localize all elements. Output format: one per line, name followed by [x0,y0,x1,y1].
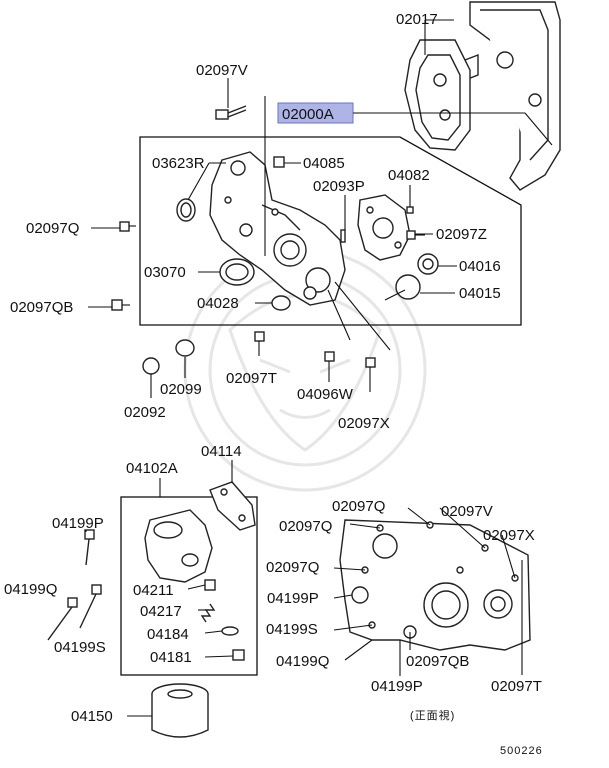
oil-filter-04150 [151,683,209,738]
label-02092: 02092 [124,404,166,421]
ring-02092 [142,357,160,375]
label-03070: 03070 [144,264,186,281]
label-02097QB-left: 02097QB [10,299,73,316]
plug-04085 [273,156,285,168]
bolt-02097V-top [215,105,247,120]
label-02097V-r: 02097V [441,503,493,520]
label-02097Q-left: 02097Q [26,220,79,237]
bolt-02097QB-left [111,299,130,311]
part-labels: 02017 02097V 02000A 03623R 04085 02093P … [4,11,543,757]
label-04150: 04150 [71,708,113,725]
filter-bracket-box [120,496,258,676]
bolt-02097T-mid [254,331,265,356]
label-02000A: 02000A [282,106,334,123]
bolt-04199Q-left [47,597,78,641]
plug-04211 [204,579,216,591]
front-case-lower-drawing [339,519,531,651]
bolt-04199S-left [79,584,102,629]
label-04085: 04085 [303,155,345,172]
label-02097T-mid: 02097T [226,370,277,387]
label-04096W: 04096W [297,386,354,403]
label-04102A: 04102A [126,460,178,477]
bolt-04096W [324,351,335,382]
label-04184: 04184 [147,626,189,643]
gear-04016 [417,253,439,275]
label-02097Q-r3: 02097Q [266,559,319,576]
pin-02093P [340,229,346,243]
oil-seal-03070-inner [225,263,249,281]
view-note: (正面視) [410,708,455,722]
screw-04082 [406,206,414,214]
bolt-02097X-mid [365,357,376,392]
label-04199S-r: 04199S [266,621,318,638]
label-02097T-r: 02097T [491,678,542,695]
engine-block-drawing [464,1,561,191]
bolt-04199P-left [84,529,95,566]
spring-04217 [200,603,216,623]
label-02097Q-r2: 02097Q [279,518,332,535]
label-04217: 04217 [140,603,182,620]
label-04199Q-left: 04199Q [4,581,57,598]
gasket-04114 [209,481,256,531]
label-04016: 04016 [459,258,501,275]
label-02097QB-r: 02097QB [406,653,469,670]
label-02093P: 02093P [313,178,365,195]
label-04028: 04028 [197,295,239,312]
gear-shaft-04015 [384,274,421,301]
label-04199P-r2: 04199P [371,678,423,695]
label-04211: 04211 [133,582,174,599]
label-02097Z: 02097Z [436,226,487,243]
label-02097X-r: 02097X [483,527,535,544]
bolt-02097Q-left [119,221,136,232]
label-02097V-top: 02097V [196,62,248,79]
label-03623R: 03623R [152,155,205,172]
label-02017: 02017 [396,11,438,28]
label-04015: 04015 [459,285,501,302]
pump-cover-drawing [357,194,411,261]
label-04199P-r1: 04199P [267,590,319,607]
ring-02099 [175,339,195,357]
label-02097X-mid: 02097X [338,415,390,432]
front-case-drawing [209,151,346,306]
gasket-drawing [404,39,471,151]
label-02097Q-r1: 02097Q [332,498,385,515]
label-02099: 02099 [160,381,202,398]
label-04199P-left: 04199P [52,515,104,532]
label-04199Q-r: 04199Q [276,653,329,670]
leader-lines [85,19,553,717]
filter-bracket-drawing [144,509,213,583]
plug-04181 [232,649,245,661]
seal-03623R-inner [180,202,192,218]
assembly-box-02000A [139,136,522,326]
label-04181: 04181 [150,649,192,666]
label-04082: 04082 [388,167,430,184]
diagram-code: 500226 [500,745,543,757]
seal-04028 [271,295,291,311]
bolt-02097Z [406,230,425,240]
label-04199S-left: 04199S [54,639,106,656]
washer-04184 [221,626,239,636]
label-04114: 04114 [201,443,242,460]
